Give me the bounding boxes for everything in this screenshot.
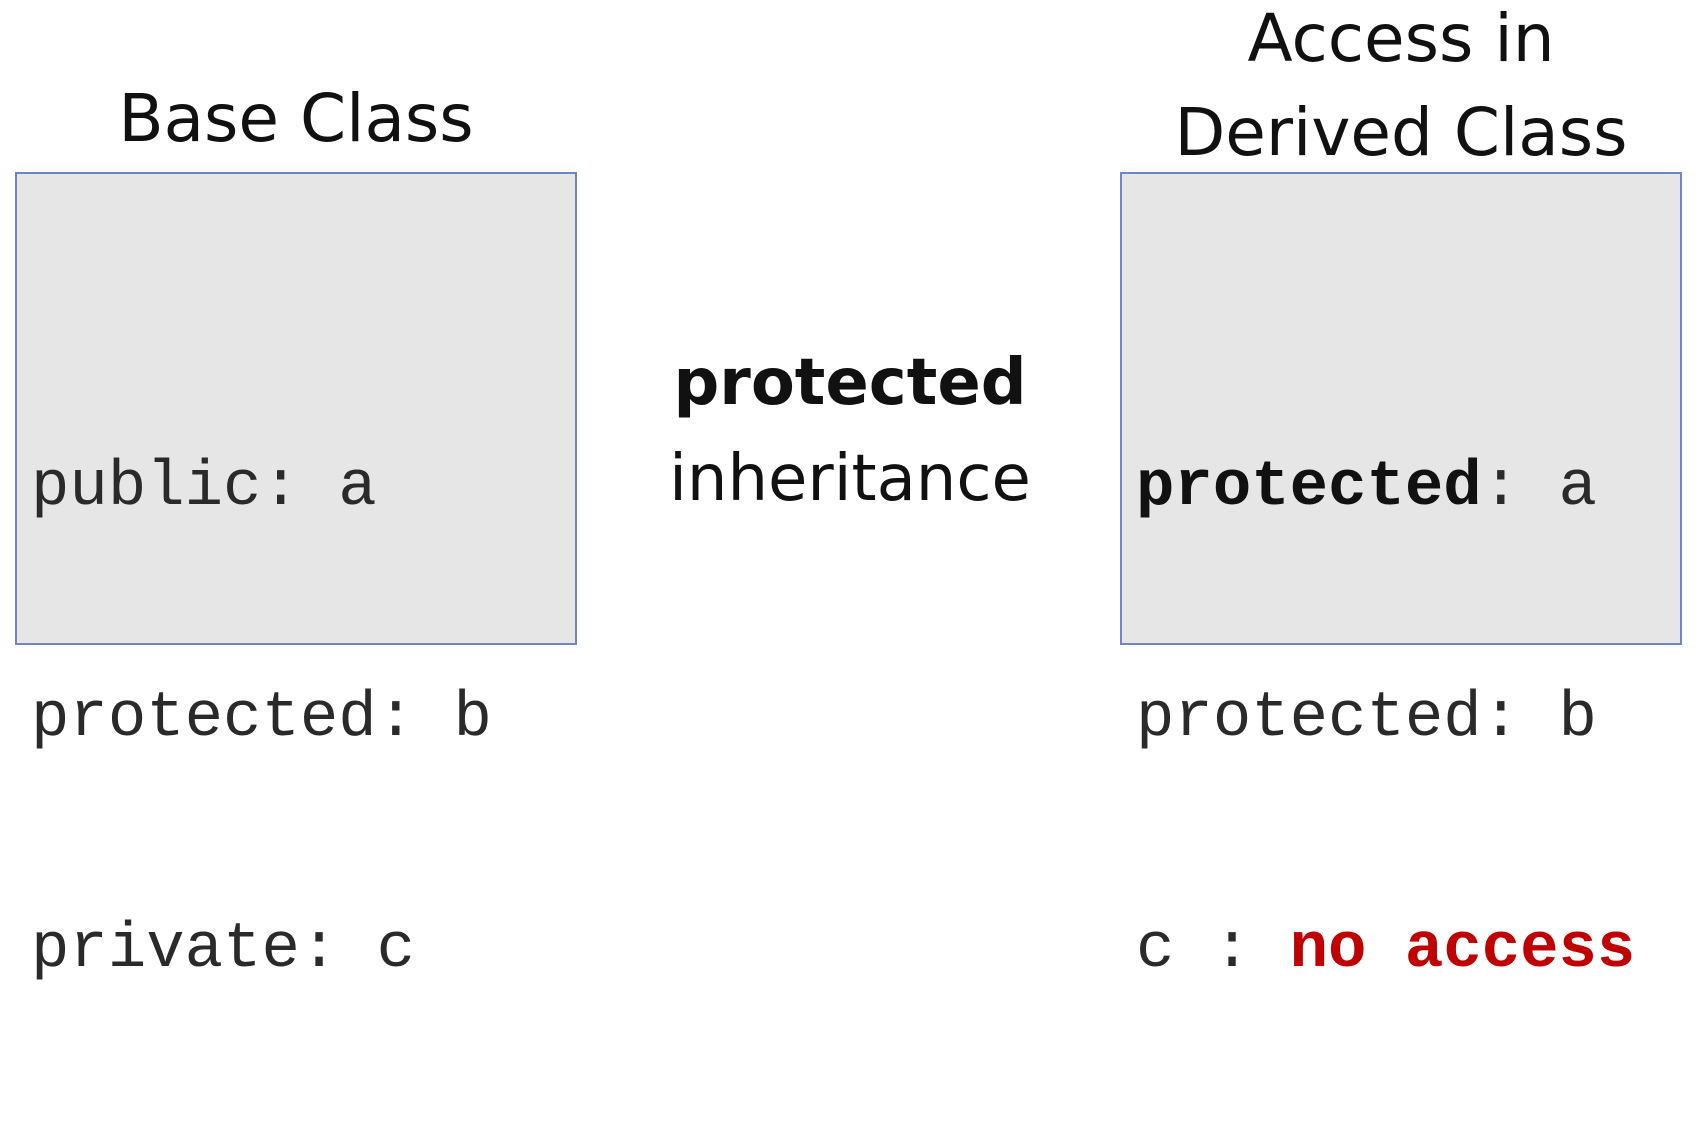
derived-member-a: protected: a xyxy=(1136,450,1635,527)
derived-c-prefix: c : xyxy=(1136,914,1290,986)
derived-class-title: Access in Derived Class xyxy=(1120,0,1682,180)
derived-a-access: protected xyxy=(1136,452,1482,524)
base-class-box: public: a protected: b private: c xyxy=(15,172,577,986)
base-member-private: private: c xyxy=(31,914,416,986)
derived-class-box: protected: a protected: b c : no access xyxy=(1120,172,1682,986)
inheritance-type: protected xyxy=(673,346,1027,420)
derived-title-line1: Access in xyxy=(1247,0,1555,77)
base-member-protected: protected: b xyxy=(31,683,492,755)
base-member-public: public: a xyxy=(31,452,377,524)
base-class-members: public: a protected: b private: c xyxy=(31,296,492,1143)
derived-class-members: protected: a protected: b c : no access xyxy=(1136,296,1635,1143)
inheritance-word: inheritance xyxy=(669,442,1031,516)
derived-title-line2: Derived Class xyxy=(1174,94,1628,171)
base-class-title: Base Class xyxy=(118,80,474,157)
no-access-label: no access xyxy=(1289,914,1636,986)
derived-a-rest: : a xyxy=(1481,452,1597,524)
derived-member-c: c : no access xyxy=(1136,912,1635,989)
derived-member-b: protected: b xyxy=(1136,683,1597,755)
inheritance-label: protected inheritance xyxy=(630,335,1070,527)
